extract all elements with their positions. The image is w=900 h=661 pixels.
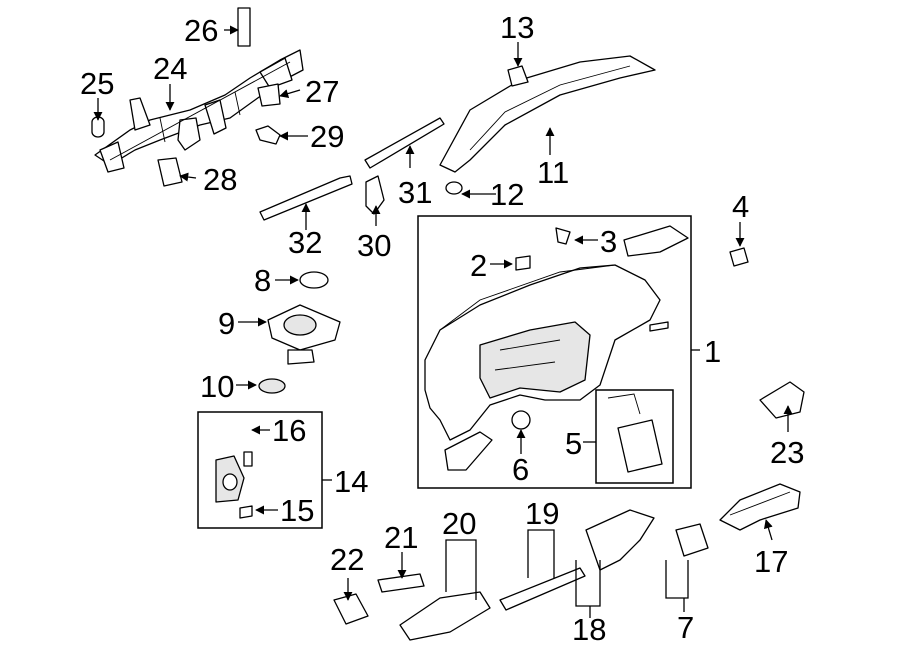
- callout-21: 21: [384, 520, 418, 555]
- callout-23: 23: [770, 435, 804, 470]
- callout-9: 9: [218, 306, 235, 341]
- callout-15: 15: [280, 493, 314, 528]
- trim-19: [499, 567, 586, 611]
- trim-strip-32: [259, 175, 353, 221]
- trim-18: [585, 509, 655, 571]
- speaker-cover-10: [258, 378, 286, 394]
- duct-lower: [444, 431, 493, 471]
- clip-3: [555, 227, 571, 245]
- clip-16: [243, 451, 253, 467]
- callout-26: 26: [184, 13, 218, 48]
- duct-22: [333, 593, 369, 625]
- callout-8: 8: [254, 263, 271, 298]
- callout-20: 20: [442, 506, 476, 541]
- callout-11: 11: [537, 155, 569, 190]
- callout-12: 12: [490, 177, 524, 212]
- cross-car-beam: [94, 49, 304, 173]
- knob-6: [511, 410, 531, 430]
- callout-31: 31: [398, 175, 432, 210]
- leader-lines: [93, 25, 793, 618]
- callout-10: 10: [200, 369, 234, 404]
- speaker-grille-8: [299, 271, 329, 289]
- speaker-9: [267, 304, 341, 365]
- grille-clip-12: [445, 181, 463, 195]
- glove-box-hinge-box: [595, 389, 674, 484]
- bolt-4: [729, 247, 749, 267]
- beam-bracket-27: [257, 83, 281, 107]
- instrument-panel-assembly-box: [417, 215, 692, 489]
- bracket-23: [759, 381, 805, 419]
- lower-cover-20: [399, 591, 491, 641]
- callout-25: 25: [80, 66, 114, 101]
- callout-18: 18: [572, 612, 606, 647]
- speaker-group-box: [197, 411, 323, 529]
- callout-24: 24: [153, 51, 187, 86]
- callout-30: 30: [357, 228, 391, 263]
- callout-7: 7: [677, 610, 694, 645]
- beam-clip-29: [255, 125, 281, 145]
- callout-13: 13: [500, 10, 534, 45]
- bracket-30: [365, 175, 385, 215]
- callout-27: 27: [305, 74, 339, 109]
- trim-strip-31: [364, 117, 445, 169]
- callout-6: 6: [512, 452, 529, 487]
- callout-5: 5: [565, 426, 582, 461]
- cluster-bezel-17: [719, 483, 801, 531]
- bracket-21: [377, 573, 425, 593]
- clip-15: [239, 505, 253, 519]
- tweeter: [222, 473, 238, 491]
- glove-box-hinge: [617, 419, 663, 473]
- callout-17: 17: [754, 544, 788, 579]
- duct-7: [675, 523, 709, 557]
- callout-14: 14: [334, 464, 368, 499]
- callout-4: 4: [732, 189, 749, 224]
- callout-22: 22: [330, 542, 364, 577]
- callout-32: 32: [288, 225, 322, 260]
- beam-bracket-26: [237, 7, 251, 47]
- callout-2: 2: [470, 248, 487, 283]
- callout-16: 16: [272, 413, 306, 448]
- callout-28: 28: [203, 162, 237, 197]
- callout-19: 19: [525, 496, 559, 531]
- grille-bracket-13: [507, 65, 529, 87]
- clip-2: [515, 255, 531, 271]
- callout-1: 1: [704, 334, 721, 369]
- beam-bracket-28: [157, 157, 183, 187]
- callout-3: 3: [600, 224, 617, 259]
- callout-29: 29: [310, 119, 344, 154]
- instrument-panel: [424, 225, 689, 441]
